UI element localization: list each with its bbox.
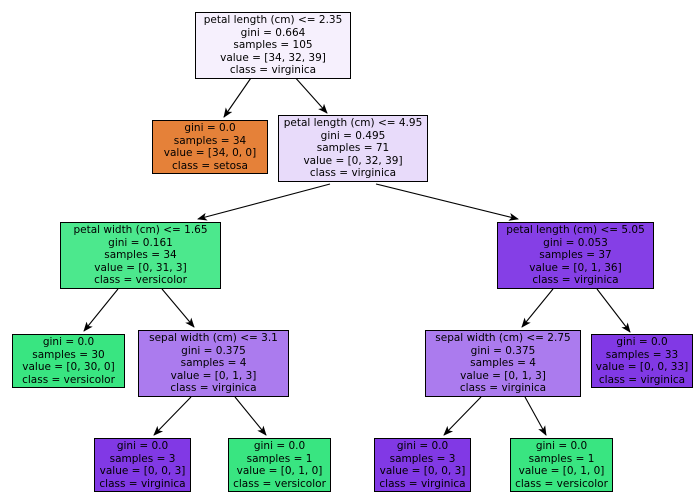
edge-sepal-width-2-75-to-virginica-leaf-3b [443,396,482,436]
node-split-condition: petal length (cm) <= 5.05 [506,224,645,236]
tree-node-petal-length-4-95: petal length (cm) <= 4.95 gini = 0.495 s… [278,115,428,182]
node-split-condition: petal length (cm) <= 2.35 [203,14,343,26]
node-gini: gini = 0.0 [116,440,169,452]
tree-leaf-virginica-33: gini = 0.0 samples = 33 value = [0, 0, 3… [591,334,693,389]
node-value: value = [0, 1, 0] [236,465,323,478]
edge-petal-width-1-65-to-sepal-width-3-1 [161,288,195,328]
node-value: value = [0, 32, 39] [303,154,403,167]
tree-node-petal-length-5-05: petal length (cm) <= 5.05 gini = 0.053 s… [497,222,654,289]
node-value: value = [0, 1, 0] [518,465,605,478]
node-samples: samples = 71 [316,142,390,155]
node-split-condition: petal length (cm) <= 4.95 [283,117,423,129]
node-class: class = virginica [99,477,186,490]
edge-petal-width-1-65-to-versicolor-leaf-30 [83,288,119,332]
tree-node-root: petal length (cm) <= 2.35 gini = 0.664 s… [195,12,351,79]
node-gini: gini = 0.664 [240,26,306,39]
node-samples: samples = 37 [539,249,612,262]
node-value: value = [0, 1, 3] [170,369,257,382]
tree-node-petal-width-1-65: petal width (cm) <= 1.65 gini = 0.161 sa… [60,222,221,289]
node-samples: samples = 3 [389,452,456,465]
node-class: class = virginica [459,382,547,395]
node-value: value = [0, 0, 3] [379,465,466,478]
node-samples: samples = 1 [528,452,595,465]
tree-node-sepal-width-3-1: sepal width (cm) <= 3.1 gini = 0.375 sam… [138,330,289,397]
node-split-condition: petal width (cm) <= 1.65 [73,224,208,236]
node-gini: gini = 0.495 [320,129,386,142]
edge-sepal-width-3-1-to-versicolor-leaf-1a [234,396,267,436]
node-class: class = virginica [379,477,466,490]
node-samples: samples = 4 [180,357,247,370]
node-gini: gini = 0.375 [470,344,536,357]
edge-root-to-petal-length-4-95 [292,74,328,114]
node-samples: samples = 33 [605,348,679,361]
tree-leaf-versicolor-30: gini = 0.0 samples = 30 value = [0, 30, … [12,334,125,389]
edge-petal-length-4-95-to-petal-width-1-65 [197,183,331,221]
node-class: class = versicolor [94,274,187,287]
tree-leaf-virginica-3a: gini = 0.0 samples = 3 value = [0, 0, 3]… [94,438,191,493]
node-value: value = [0, 30, 0] [22,361,115,374]
node-gini: gini = 0.0 [42,336,95,348]
edge-sepal-width-2-75-to-versicolor-leaf-1b [524,396,547,436]
node-split-condition: sepal width (cm) <= 3.1 [149,332,278,344]
node-samples: samples = 105 [233,39,313,52]
node-class: class = versicolor [515,477,608,490]
node-samples: samples = 3 [109,452,176,465]
node-split-condition: sepal width (cm) <= 2.75 [435,332,571,344]
node-value: value = [34, 0, 0] [163,147,257,160]
node-gini: gini = 0.161 [108,236,173,249]
node-value: value = [0, 0, 3] [99,465,186,478]
node-value: value = [0, 1, 3] [460,369,546,382]
edge-sepal-width-3-1-to-virginica-leaf-3a [153,396,192,436]
node-class: class = virginica [598,373,686,386]
node-class: class = versicolor [233,477,326,490]
node-value: value = [0, 1, 36] [529,261,622,274]
node-gini: gini = 0.0 [535,440,588,452]
node-class: class = virginica [229,64,317,77]
node-gini: gini = 0.0 [184,122,236,134]
node-samples: samples = 30 [32,348,105,361]
node-samples: samples = 4 [470,357,536,370]
node-samples: samples = 34 [104,249,177,262]
edge-petal-length-4-95-to-petal-length-5-05 [375,183,519,221]
tree-leaf-versicolor-1b: gini = 0.0 samples = 1 value = [0, 1, 0]… [510,438,613,493]
node-class: class = virginica [170,382,257,395]
node-gini: gini = 0.0 [396,440,449,452]
node-gini: gini = 0.0 [616,336,668,348]
edge-root-to-setosa-leaf [223,74,254,118]
node-class: class = versicolor [22,373,115,386]
node-gini: gini = 0.053 [543,236,608,249]
node-samples: samples = 34 [173,134,247,147]
tree-leaf-versicolor-1a: gini = 0.0 samples = 1 value = [0, 1, 0]… [228,438,331,493]
tree-leaf-virginica-3b: gini = 0.0 samples = 3 value = [0, 0, 3]… [374,438,471,493]
tree-leaf-setosa: gini = 0.0 samples = 34 value = [34, 0, … [152,120,268,175]
tree-node-sepal-width-2-75: sepal width (cm) <= 2.75 gini = 0.375 sa… [425,330,581,397]
node-value: value = [34, 32, 39] [220,51,326,64]
node-value: value = [0, 0, 33] [595,361,689,374]
node-class: class = virginica [532,274,619,287]
node-samples: samples = 1 [246,452,313,465]
node-class: class = virginica [309,167,397,180]
node-class: class = setosa [172,159,248,172]
edge-petal-length-5-05-to-sepal-width-2-75 [521,288,554,328]
node-gini: gini = 0.375 [181,344,246,357]
node-gini: gini = 0.0 [253,440,306,452]
node-value: value = [0, 31, 3] [94,261,187,274]
edge-petal-length-5-05-to-virginica-leaf-33 [596,288,631,333]
